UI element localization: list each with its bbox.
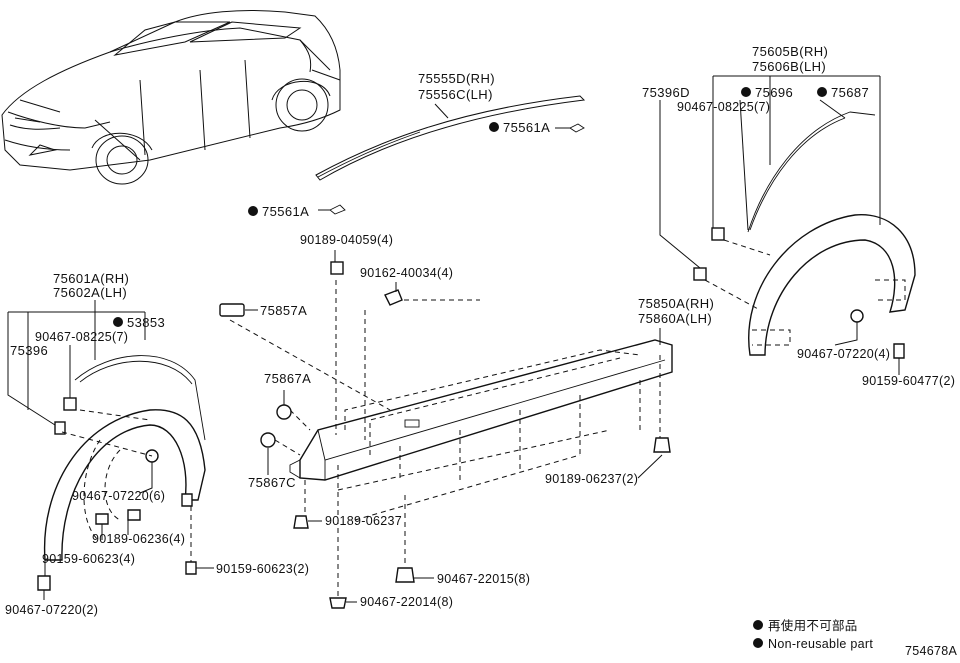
clip-icon <box>63 397 77 411</box>
label-90467-08225-rear: 90467-08225(7) <box>677 100 770 114</box>
label-75561a-top: 75561A <box>503 120 550 135</box>
label-75860a: 75860A(LH) <box>638 311 712 326</box>
label-90189-06236: 90189-06236(4) <box>92 532 185 546</box>
clip-icon <box>54 421 66 435</box>
label-90189-04059: 90189-04059(4) <box>300 233 393 247</box>
legend-en: Non-reusable part <box>768 637 873 651</box>
label-75857a: 75857A <box>260 303 307 318</box>
label-75605b: 75605B(RH) <box>752 44 828 59</box>
label-75867c: 75867C <box>248 475 296 490</box>
clip-icon <box>330 261 344 275</box>
label-75606b: 75606B(LH) <box>752 59 826 74</box>
clip-icon <box>711 227 725 241</box>
clip-icon <box>693 267 707 281</box>
non-reusable-dot <box>753 638 763 648</box>
clip-icon <box>395 567 415 583</box>
label-75396d: 75396D <box>642 85 690 100</box>
label-90159-60477: 90159-60477(2) <box>862 374 955 388</box>
label-90162-40034: 90162-40034(4) <box>360 266 453 280</box>
label-90189-06237: 90189-06237 <box>325 514 402 528</box>
bolt-icon <box>384 289 403 306</box>
rocker-leader-lines <box>229 280 661 598</box>
roof-moulding-part <box>315 95 586 215</box>
screw-icon <box>95 513 109 525</box>
non-reusable-dot <box>741 87 751 97</box>
diagram-code: 754678A <box>905 644 958 658</box>
non-reusable-dot <box>248 206 258 216</box>
rocker-panel-part <box>289 339 673 481</box>
label-75396-front: 75396 <box>10 343 48 358</box>
label-75850a: 75850A(RH) <box>638 296 714 311</box>
clip-icon <box>260 432 276 448</box>
legend-jp: 再使用不可部品 <box>768 618 858 633</box>
screw-icon <box>653 437 671 453</box>
label-75602a: 75602A(LH) <box>53 285 127 300</box>
car-illustration <box>1 9 341 185</box>
nut-icon <box>850 309 864 323</box>
non-reusable-dot <box>113 317 123 327</box>
fastener-icons <box>219 261 671 609</box>
clip-icon <box>276 404 292 420</box>
clip-icon <box>329 597 347 609</box>
label-53853: 53853 <box>127 315 165 330</box>
rear-arch-part <box>747 111 916 356</box>
label-75696: 75696 <box>755 85 793 100</box>
label-90467-07220-2: 90467-07220(2) <box>5 603 98 617</box>
label-90189-06237-2: 90189-06237(2) <box>545 472 638 486</box>
label-90159-60623-2: 90159-60623(2) <box>216 562 309 576</box>
label-90467-08225-front: 90467-08225(7) <box>35 330 128 344</box>
bolt-icon <box>893 343 905 359</box>
label-90159-60623-4: 90159-60623(4) <box>42 552 135 566</box>
label-90467-07220-4: 90467-07220(4) <box>797 347 890 361</box>
label-90467-07220-6: 90467-07220(6) <box>72 489 165 503</box>
rear-arch-fasteners <box>693 227 905 359</box>
non-reusable-dot <box>753 620 763 630</box>
screw-icon <box>293 515 309 529</box>
label-75687: 75687 <box>831 85 869 100</box>
front-arch-part <box>43 355 206 561</box>
label-90467-22014: 90467-22014(8) <box>360 595 453 609</box>
bolt-icon <box>185 561 197 575</box>
label-75561a-bottom: 75561A <box>262 204 309 219</box>
rear-arch-leaders <box>659 75 900 375</box>
non-reusable-dot <box>489 122 499 132</box>
emblem-icon <box>219 303 245 317</box>
label-75601a: 75601A(RH) <box>53 271 129 286</box>
clip-icon <box>37 575 51 591</box>
label-75867a: 75867A <box>264 371 311 386</box>
bolt-icon <box>181 493 193 507</box>
screw-icon <box>127 509 141 521</box>
non-reusable-dot <box>817 87 827 97</box>
front-arch-leaders <box>7 311 214 600</box>
label-75556c: 75556C(LH) <box>418 87 493 102</box>
legend: 再使用不可部品 Non-reusable part <box>753 618 873 651</box>
label-75555d: 75555D(RH) <box>418 71 495 86</box>
label-90467-22015: 90467-22015(8) <box>437 572 530 586</box>
